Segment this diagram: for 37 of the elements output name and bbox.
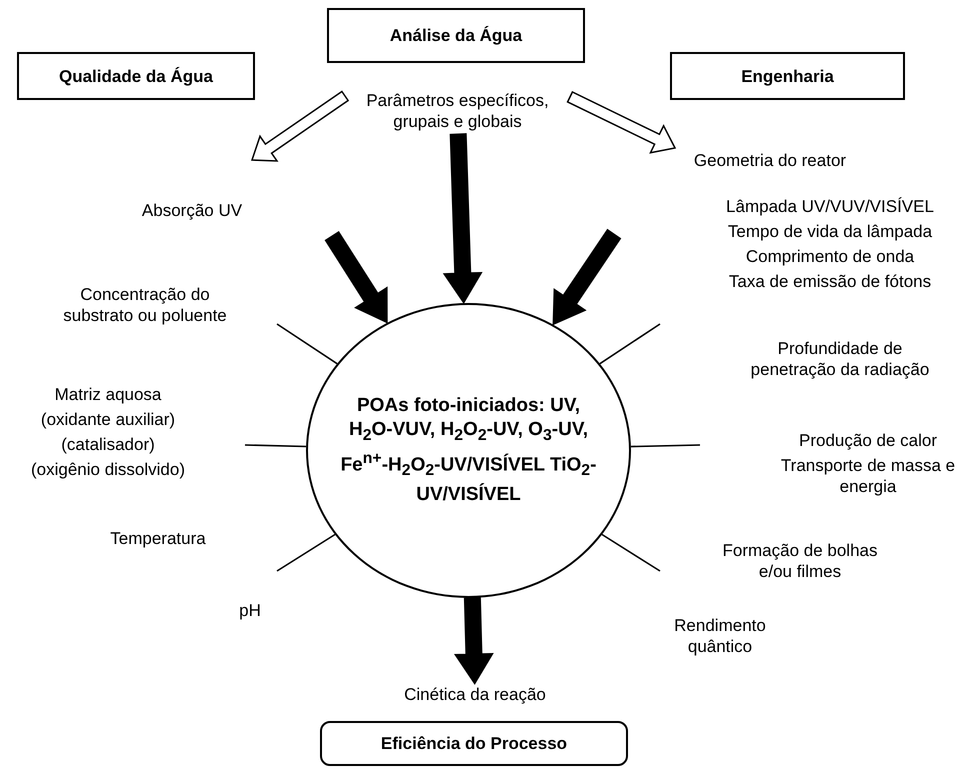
block-arrow — [442, 133, 483, 304]
ray-line — [599, 323, 660, 364]
ray-line — [602, 534, 660, 572]
factor-text: Concentração do substrato ou poluente — [62, 284, 228, 326]
ray-line — [276, 534, 336, 572]
outcome-text: Cinética da reação — [385, 684, 565, 706]
factor-text: (catalisador) — [61, 434, 155, 455]
factor-text: Tempo de vida da lâmpada — [728, 221, 932, 242]
ray-line — [276, 323, 338, 364]
hollow-arrow — [566, 91, 676, 154]
factor-text: Lâmpada UV/VUV/VISÍVEL — [726, 196, 934, 217]
factor-text: Produção de calor — [799, 430, 937, 451]
factor-text: Absorção UV — [142, 200, 242, 221]
category-box: Qualidade da Água — [17, 52, 255, 100]
process-circle: POAs foto-iniciados: UV, H$_{2}$O-VUV, H$_{2}$O$_{2}$-UV, O$_{3}$-UV, Fe$^{n+}$-H$_{2}$O$_{2}$-UV/VISÍVEL TiO$_{2}$-UV/VISÍVEL — [306, 303, 631, 598]
result-box: Eficiência do Processo — [320, 721, 628, 766]
factor-text: Formação de bolhas e/ou filmes — [722, 540, 878, 582]
factor-text: pH — [239, 600, 261, 621]
parameter-text: Parâmetros específicos, grupais e globais — [345, 90, 570, 134]
factor-text: Comprimento de onda — [746, 246, 914, 267]
block-arrow — [552, 228, 622, 326]
block-arrow — [454, 597, 494, 685]
factor-text: Matriz aquosa — [54, 384, 162, 405]
factor-text: Temperatura — [110, 528, 206, 549]
factor-text: Geometria do reator — [694, 150, 846, 171]
factor-text: (oxidante auxiliar) — [40, 409, 176, 430]
ray-line — [244, 444, 306, 448]
category-box: Engenharia — [670, 52, 905, 100]
hollow-arrow — [250, 90, 350, 162]
factor-text: Transporte de massa e energia — [780, 455, 956, 497]
title-box: Análise da Água — [327, 8, 585, 63]
factor-text: (oxigênio dissolvido) — [30, 459, 186, 480]
ray-line — [630, 444, 700, 448]
factor-text: Profundidade de penetração da radiação — [750, 338, 930, 380]
factor-text: Rendimento quântico — [673, 615, 767, 657]
factor-text: Taxa de emissão de fótons — [728, 271, 932, 292]
block-arrow — [324, 231, 388, 324]
